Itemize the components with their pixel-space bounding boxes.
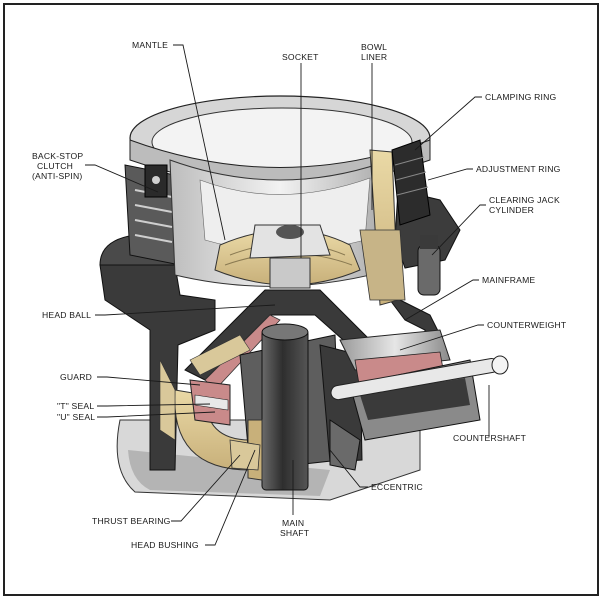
label-countershaft: COUNTERSHAFT xyxy=(453,433,527,443)
label-socket: SOCKET xyxy=(282,52,319,62)
label-back-stop-line3: (ANTI-SPIN) xyxy=(32,171,82,181)
clearing-jack-cylinder xyxy=(417,235,441,296)
label-mantle: MANTLE xyxy=(132,40,168,50)
label-back-stop-line1: BACK-STOP xyxy=(32,151,83,161)
label-bowl-liner-line2: LINER xyxy=(361,52,387,62)
label-adjustment-ring: ADJUSTMENT RING xyxy=(476,164,561,174)
adjustment-ring xyxy=(391,139,431,226)
thrust-bearing xyxy=(229,439,261,471)
socket xyxy=(249,224,331,289)
bowl-liner xyxy=(359,149,406,306)
leader-lines xyxy=(85,44,490,546)
label-mainframe: MAINFRAME xyxy=(482,275,535,285)
guard xyxy=(189,379,231,426)
label-t-seal: "T" SEAL xyxy=(57,401,94,411)
label-main-shaft-line2: SHAFT xyxy=(280,528,310,538)
main-shaft xyxy=(261,323,309,491)
label-counterweight: COUNTERWEIGHT xyxy=(487,320,567,330)
callout-labels: MANTLE SOCKET BOWL LINER CLAMPING RING B… xyxy=(32,40,567,550)
label-main-shaft-line1: MAIN xyxy=(282,518,304,528)
label-clamping-ring: CLAMPING RING xyxy=(485,92,556,102)
label-clearing-jack-line1: CLEARING JACK xyxy=(489,195,560,205)
label-u-seal: "U" SEAL xyxy=(57,412,95,422)
label-clearing-jack-line2: CYLINDER xyxy=(489,205,534,215)
label-back-stop-line2: CLUTCH xyxy=(37,161,73,171)
label-bowl-liner-line1: BOWL xyxy=(361,42,387,52)
label-head-ball: HEAD BALL xyxy=(42,310,91,320)
label-thrust-bearing: THRUST BEARING xyxy=(92,516,171,526)
label-eccentric: ECCENTRIC xyxy=(371,482,423,492)
countershaft xyxy=(329,355,509,471)
label-head-bushing: HEAD BUSHING xyxy=(131,540,199,550)
label-guard: GUARD xyxy=(60,372,92,382)
